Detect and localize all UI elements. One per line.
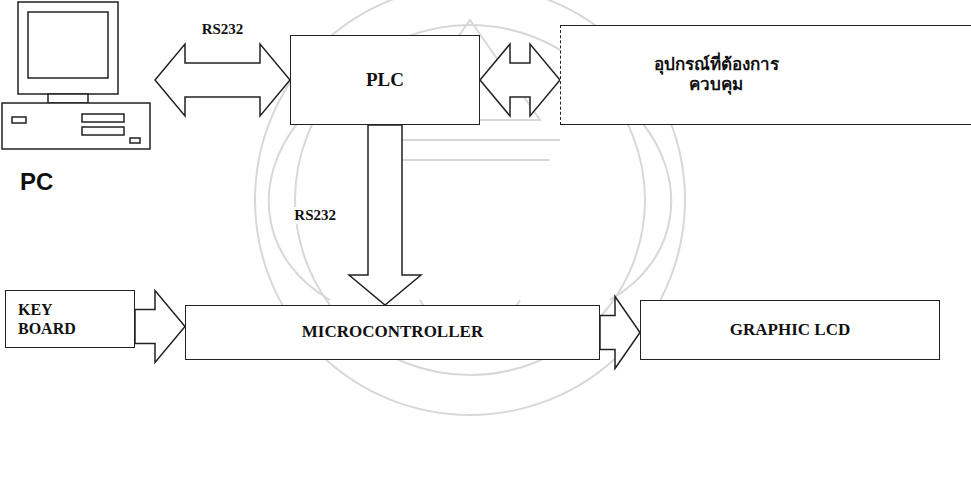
computer-illustration	[0, 0, 155, 160]
node-label: KEY BOARD	[18, 300, 76, 338]
block-arrow	[600, 297, 640, 369]
block-arrow	[480, 44, 560, 116]
block-arrow	[349, 125, 421, 305]
node-label: อุปกรณ์ที่ต้องการ ควบคุม	[631, 55, 801, 96]
block-arrow	[155, 44, 290, 116]
node-label: MICROCONTROLLER	[302, 322, 483, 342]
keyboard-box: KEY BOARD	[5, 290, 135, 348]
node-label: GRAPHIC LCD	[730, 320, 850, 340]
microcontroller-box: MICROCONTROLLER	[185, 305, 600, 360]
node-label: PLC	[366, 69, 404, 92]
block-arrow	[135, 291, 185, 363]
pc-computer: PC	[0, 0, 155, 205]
edge-label: RS232	[199, 21, 247, 38]
plc-box: PLC	[290, 35, 480, 125]
node-label: PC	[20, 168, 53, 197]
device-box: อุปกรณ์ที่ต้องการ ควบคุม	[560, 25, 971, 125]
lcd-box: GRAPHIC LCD	[640, 300, 940, 360]
edge-label: RS232	[291, 207, 339, 224]
